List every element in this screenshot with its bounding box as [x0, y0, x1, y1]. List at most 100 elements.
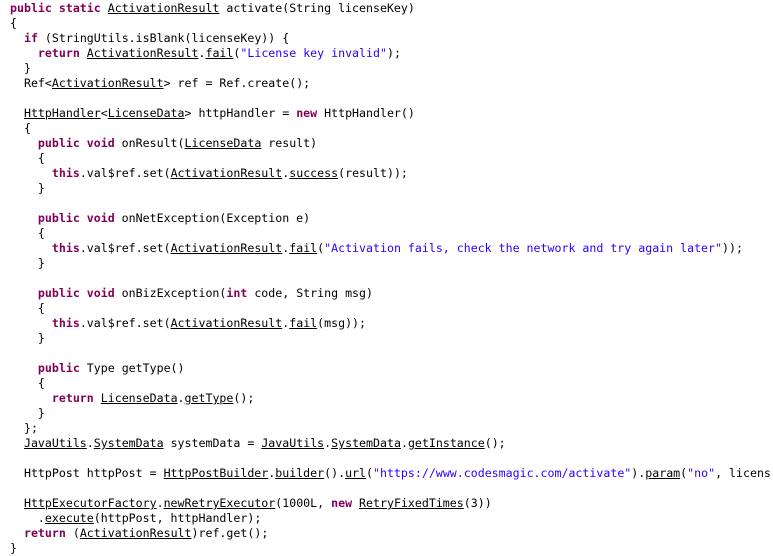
code-token: );: [386, 46, 401, 60]
code-token: (: [65, 526, 80, 540]
code-token: code, String msg): [247, 286, 373, 300]
code-line: [10, 346, 771, 361]
code-token: {: [10, 151, 45, 165]
code-token: .: [400, 436, 408, 450]
code-token: [10, 31, 24, 45]
code-line: return ActivationResult.fail("License ke…: [10, 46, 771, 61]
code-token: .: [268, 466, 276, 480]
keyword-token: public void: [37, 286, 115, 300]
code-token: Ref<: [10, 76, 52, 90]
code-token: [10, 211, 38, 225]
code-token: [10, 391, 52, 405]
code-token: [10, 526, 24, 540]
reference-token: ActivationResult: [170, 316, 283, 330]
code-token: .val$ref.set(: [79, 241, 171, 255]
code-token: {: [10, 376, 45, 390]
code-token: ));: [722, 241, 743, 255]
code-line: {: [10, 121, 771, 136]
code-token: result): [261, 136, 318, 150]
code-editor[interactable]: public static ActivationResult activate(…: [10, 1, 771, 556]
code-token: [10, 361, 38, 375]
code-token: (: [366, 466, 374, 480]
reference-token: RetryFixedTimes: [359, 496, 464, 510]
code-token: }: [10, 61, 31, 75]
code-token: HttpPost httpPost =: [10, 466, 164, 480]
code-token: {: [10, 16, 17, 30]
code-line: HttpHandler<LicenseData> httpHandler = n…: [10, 106, 771, 121]
code-token: systemData =: [163, 436, 262, 450]
code-line: public void onResult(LicenseData result): [10, 136, 771, 151]
code-token: (: [680, 466, 688, 480]
code-token: .: [86, 436, 94, 450]
keyword-token: this: [51, 166, 80, 180]
reference-token: HttpHandler: [23, 106, 101, 120]
reference-token: HttpExecutorFactory: [23, 496, 157, 510]
code-token: , licens: [715, 466, 771, 480]
reference-token: fail: [205, 46, 234, 60]
reference-token: url: [345, 466, 367, 480]
keyword-token: this: [51, 316, 80, 330]
code-token: HttpHandler(): [317, 106, 415, 120]
reference-token: builder: [275, 466, 325, 480]
reference-token: ActivationResult: [51, 76, 164, 90]
code-line: this.val$ref.set(ActivationResult.fail("…: [10, 241, 771, 256]
reference-token: LicenseData: [184, 136, 262, 150]
code-token: ();: [233, 391, 255, 405]
code-line: if (StringUtils.isBlank(licenseKey)) {: [10, 31, 771, 46]
code-token: }: [10, 256, 45, 270]
code-line: }: [10, 61, 771, 76]
code-line: return LicenseData.getType();: [10, 391, 771, 406]
reference-token: SystemData: [93, 436, 164, 450]
code-line: Ref<ActivationResult> ref = Ref.create()…: [10, 76, 771, 91]
code-token: {: [10, 226, 45, 240]
code-token: };: [10, 421, 38, 435]
code-line: }: [10, 406, 771, 421]
code-token: {: [10, 301, 45, 315]
reference-token: ActivationResult: [79, 526, 192, 540]
code-token: .: [156, 496, 164, 510]
code-line: [10, 271, 771, 286]
code-token: }: [10, 331, 45, 345]
code-token: onResult(: [114, 136, 185, 150]
code-token: (: [233, 46, 241, 60]
code-token: .: [282, 241, 290, 255]
code-token: > ref = Ref.create();: [163, 76, 311, 90]
code-token: [10, 46, 38, 60]
code-token: onBizException(: [114, 286, 227, 300]
string-literal-token: "Activation fails, check the network and…: [324, 241, 723, 255]
keyword-token: if: [23, 31, 38, 45]
keyword-token: public: [37, 361, 80, 375]
code-line: }: [10, 331, 771, 346]
code-token: .: [324, 436, 332, 450]
reference-token: SystemData: [331, 436, 401, 450]
code-token: (1000L,: [275, 496, 332, 510]
code-token: .val$ref.set(: [79, 166, 171, 180]
reference-token: LicenseData: [107, 106, 185, 120]
code-token: (msg));: [317, 316, 367, 330]
code-line: }: [10, 256, 771, 271]
code-line: {: [10, 16, 771, 31]
code-token: [10, 136, 38, 150]
keyword-token: return: [23, 526, 66, 540]
code-token: [10, 316, 52, 330]
reference-token: ActivationResult: [107, 1, 220, 15]
reference-token: getType: [184, 391, 234, 405]
code-line: public void onNetException(Exception e): [10, 211, 771, 226]
reference-token: success: [289, 166, 339, 180]
code-token: ).: [631, 466, 646, 480]
keyword-token: public static: [10, 1, 108, 15]
code-token: [94, 391, 101, 405]
code-token: (3)): [463, 496, 492, 510]
code-token: > httpHandler =: [184, 106, 297, 120]
code-token: (httpPost, httpHandler);: [93, 511, 262, 525]
code-token: [10, 106, 24, 120]
code-token: (: [317, 241, 325, 255]
reference-token: JavaUtils: [261, 436, 325, 450]
reference-token: fail: [289, 316, 318, 330]
reference-token: ActivationResult: [170, 241, 283, 255]
code-token: onNetException(Exception e): [114, 211, 311, 225]
code-line: [10, 451, 771, 466]
reference-token: ActivationResult: [170, 166, 283, 180]
reference-token: newRetryExecutor: [163, 496, 276, 510]
code-token: ();: [484, 436, 506, 450]
